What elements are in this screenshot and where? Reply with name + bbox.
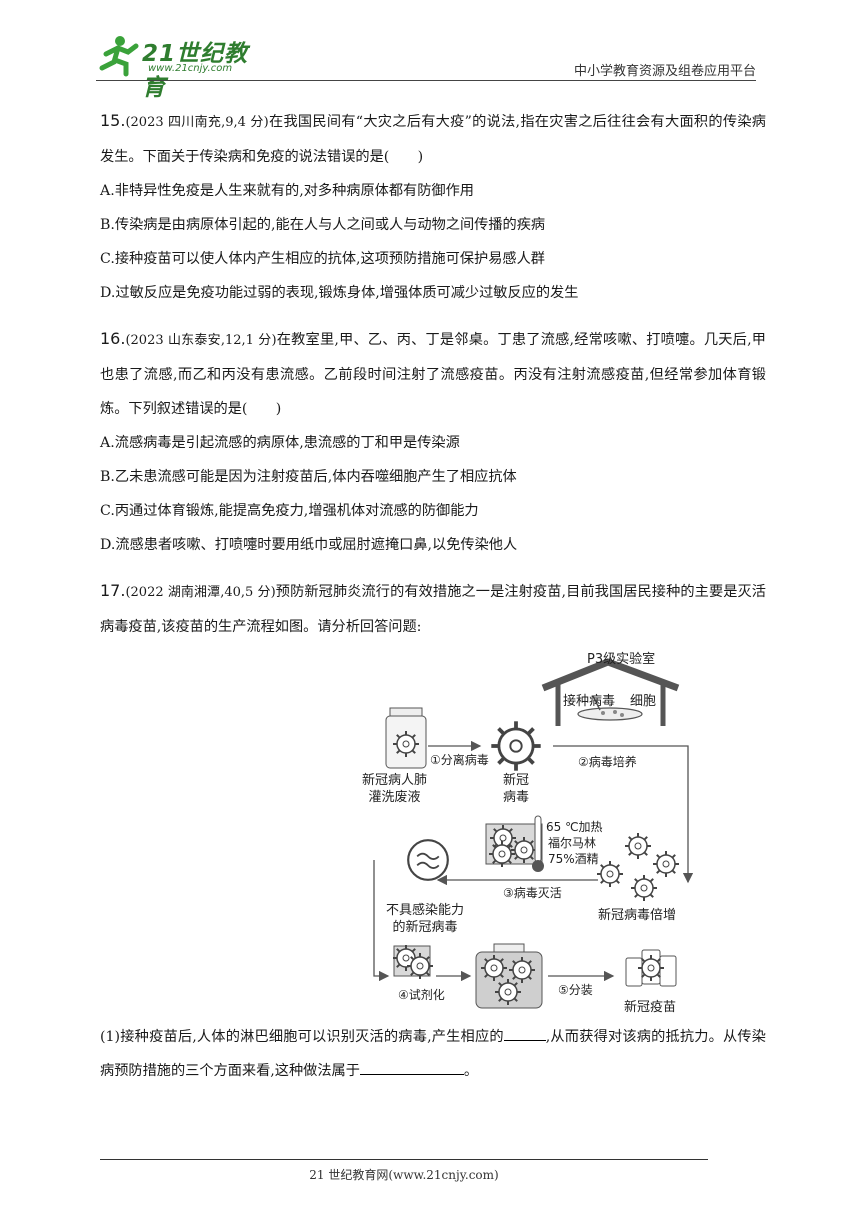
lab-house-icon (541, 658, 680, 726)
question-source: (2023 四川南充,9,4 分) (125, 115, 269, 130)
question-stem: 17.(2022 湖南湘潭,40,5 分)预防新冠肺炎流行的有效措施之一是注射疫… (100, 574, 766, 644)
formalin-label: 福尔马林 (548, 836, 597, 850)
multiplied-virus-icons (596, 832, 680, 902)
step4-label: ④试剂化 (398, 988, 445, 1002)
step1-label: ①分离病毒 (430, 753, 489, 767)
multiply-label: 新冠病毒倍增 (598, 908, 677, 923)
patient-sample-label: 新冠病人肺 灌洗废液 (362, 772, 427, 806)
production-jar-icon (475, 943, 543, 1009)
virus-label-line1: 新冠 (503, 773, 530, 788)
question-number: 15. (100, 111, 126, 130)
footer-text: 21 世纪教育网(www.21cnjy.com) (309, 1168, 499, 1182)
logo: 21世纪教育 www.21cnjy.com (96, 32, 266, 101)
question-source: (2022 湖南湘潭,40,5 分) (125, 585, 276, 600)
thermometer-icon (532, 815, 544, 872)
answer-blank-2[interactable] (359, 1060, 464, 1075)
patient-label-line1: 新冠病人肺 (362, 773, 428, 788)
alcohol-label: 75%酒精 (548, 852, 599, 866)
cells-label: 细胞 (630, 694, 657, 709)
vaccine-production-diagram: P3级实验室 接种病毒 细胞 新冠病人肺 灌洗废液 ①分离病毒 新冠 病毒 ②病… (258, 646, 818, 1016)
virus-label: 新冠 病毒 (503, 772, 529, 806)
option-a: A.流感病毒是引起流感的病原体,患流感的丁和甲是传染源 (100, 435, 460, 451)
option-a: A.非特异性免疫是人生来就有的,对多种病原体都有防御作用 (100, 183, 474, 199)
answer-blank-1[interactable] (503, 1026, 546, 1041)
sample-bottle-icon (385, 707, 427, 769)
option-b: B.传染病是由病原体引起的,能在人与人之间或人与动物之间传播的疾病 (100, 217, 546, 233)
question-list: 15.(2023 四川南充,9,4 分)在我国民间有“大灾之后有大疫”的说法,指… (100, 104, 766, 1100)
step2-label: ②病毒培养 (578, 755, 637, 769)
option-d: D.流感患者咳嗽、打喷嚏时要用纸巾或屈肘遮掩口鼻,以免传染他人 (100, 537, 518, 553)
logo-url: www.21cnjy.com (148, 63, 233, 74)
heat-label: 65 ℃加热 (546, 820, 603, 834)
logo-text: 21世纪教育 (142, 41, 249, 101)
question-source: (2023 山东泰安,12,1 分) (125, 333, 277, 348)
question-text: 在教室里,甲、乙、丙、丁是邻桌。丁患了流感,经常咳嗽、打喷嚏。几天后,甲也患了流… (100, 332, 766, 417)
question-number: 17. (100, 581, 126, 600)
step5-label: ⑤分装 (558, 983, 593, 997)
inactivated-virus-icon (407, 839, 449, 881)
question-text: 在我国民间有“大灾之后有大疫”的说法,指在灾害之后往往会有大面积的传染病发生。下… (100, 114, 766, 165)
question-number: 16. (100, 329, 126, 348)
sub-question-1: (1)接种疫苗后,人体的淋巴细胞可以识别灭活的病毒,产生相应的,从而获得对该病的… (100, 1020, 766, 1088)
option-b: B.乙未患流感可能是因为注射疫苗后,体内吞噬细胞产生了相应抗体 (100, 469, 517, 485)
reagent-beaker-icon (392, 944, 434, 980)
footer-divider (100, 1159, 708, 1160)
option-d: D.过敏反应是免疫功能过弱的表现,锻炼身体,增强体质可减少过敏反应的发生 (100, 285, 579, 301)
option-c: C.接种疫苗可以使人体内产生相应的抗体,这项预防措施可保护易感人群 (100, 251, 545, 267)
header-divider (96, 80, 756, 81)
inoculate-label: 接种病毒 (563, 694, 616, 709)
inactive-virus-label: 不具感染能力 的新冠病毒 (386, 902, 464, 936)
sub-question-text-c: 。 (463, 1063, 479, 1079)
question-stem: 16.(2023 山东泰安,12,1 分)在教室里,甲、乙、丙、丁是邻桌。丁患了… (100, 322, 766, 426)
question-17: 17.(2022 湖南湘潭,40,5 分)预防新冠肺炎流行的有效措施之一是注射疫… (100, 574, 766, 1088)
inactivation-beaker-icon (485, 823, 543, 868)
lab-label: P3级实验室 (587, 652, 656, 667)
step3-label: ③病毒灭活 (503, 886, 562, 900)
question-16: 16.(2023 山东泰安,12,1 分)在教室里,甲、乙、丙、丁是邻桌。丁患了… (100, 322, 766, 562)
platform-title: 中小学教育资源及组卷应用平台 (573, 64, 756, 79)
inactive-label-line1: 不具感染能力 (386, 903, 465, 918)
coronavirus-icon (489, 719, 543, 773)
patient-label-line2: 灌洗废液 (368, 790, 421, 805)
vaccine-label: 新冠疫苗 (624, 1000, 677, 1015)
question-15: 15.(2023 四川南充,9,4 分)在我国民间有“大灾之后有大疫”的说法,指… (100, 104, 766, 310)
vaccine-vials-icon (625, 949, 677, 987)
sub-question-text-a: (1)接种疫苗后,人体的淋巴细胞可以识别灭活的病毒,产生相应的 (100, 1029, 504, 1045)
running-figure-icon (99, 36, 139, 77)
inactive-label-line2: 的新冠病毒 (392, 920, 458, 935)
question-stem: 15.(2023 四川南充,9,4 分)在我国民间有“大灾之后有大疫”的说法,指… (100, 104, 766, 174)
question-text: 预防新冠肺炎流行的有效措施之一是注射疫苗,目前我国居民接种的主要是灭活病毒疫苗,… (100, 584, 766, 635)
sub-question-text-b: ,从而获得对该病的抵抗力。从传染病预防措施的三个方面来看,这种做法属于 (100, 1029, 766, 1079)
virus-label-line2: 病毒 (503, 790, 530, 805)
flow-diagram-graphics (373, 658, 694, 1009)
option-c: C.丙通过体育锻炼,能提高免疫力,增强机体对流感的防御能力 (100, 503, 479, 519)
